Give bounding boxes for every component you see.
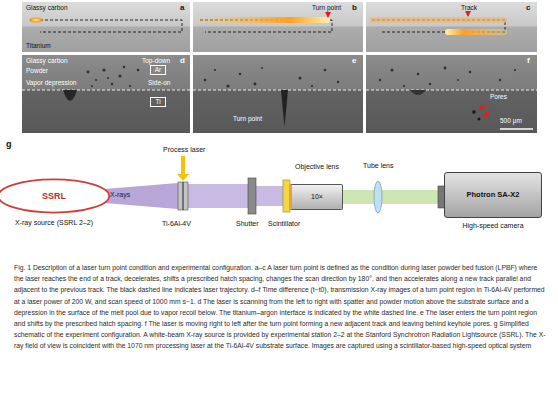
pore [478, 118, 481, 121]
beam-label: X-rays [110, 191, 130, 199]
laser-beam [181, 156, 185, 174]
vapor-depression [410, 90, 426, 95]
laser-beam [177, 174, 189, 181]
xray-panel [193, 2, 363, 52]
xray-beam [188, 184, 248, 208]
component-label: Process laser [163, 146, 205, 154]
callout-label: Turn point [312, 4, 341, 11]
image-panel: Glassy carbon Top-downPowderVapor depress… [22, 55, 190, 133]
component-label: High-speed camera [415, 222, 558, 230]
sample-plate [178, 182, 188, 210]
panel-letter: a [180, 3, 184, 12]
magnification-label: 10× [292, 193, 342, 201]
figure-caption: Fig. 1 Description of a laser turn point… [14, 262, 546, 352]
text-label: Vapor depression [26, 79, 76, 86]
powder-particles [87, 66, 517, 88]
light-beam [340, 190, 440, 204]
image-panel: Turn point b [193, 2, 363, 52]
text-label: Powder [26, 67, 48, 74]
callout-label: Pores [490, 93, 507, 100]
pore [472, 110, 475, 113]
xray-panel [193, 55, 363, 133]
xray-panel [366, 2, 537, 52]
laser-trajectory [30, 20, 182, 32]
component-label: Objective lens [272, 163, 362, 171]
image-panel: fPores 500 μm [366, 55, 537, 133]
vapor-depression [63, 90, 77, 101]
panel-letter: f [527, 56, 530, 65]
component-label: Shutter [236, 220, 259, 228]
turn-arrow [327, 12, 328, 17]
callout-label: Turn point [233, 115, 262, 122]
shutter-plate [248, 178, 256, 214]
xray-panel [22, 55, 190, 133]
panel-letter: g [6, 139, 12, 149]
interface-line [22, 90, 537, 91]
component-label: Scintillator [268, 220, 300, 228]
text-label: Titanium [26, 42, 51, 49]
component-label: Ti-6Al-4V [162, 220, 191, 228]
panel-letter: d [180, 56, 185, 65]
tube-lens [374, 181, 382, 213]
objective-lens: 10×Objective lens [289, 184, 343, 210]
track-arrow [467, 11, 468, 16]
text-label: Top-down [142, 57, 170, 64]
source-ellipse: SSRLX-ray source (SSRL 2–2) [0, 178, 112, 214]
camera-model: Photron SA-X2 [445, 191, 541, 200]
region-label: Ar [151, 66, 165, 73]
panel-letter: e [352, 56, 356, 65]
melt-track [445, 29, 507, 35]
region-box: Ar [150, 65, 166, 75]
xray-panel [22, 2, 190, 52]
image-panel: Track c [366, 2, 537, 52]
region-box: Ti [150, 97, 166, 107]
keyhole [281, 90, 288, 127]
pore-arrow [479, 104, 488, 110]
component-label: Tube lens [363, 162, 393, 170]
source-label: SSRL [0, 191, 112, 201]
component-label: X-ray source (SSRL 2–2) [0, 219, 142, 227]
image-panel: Glassy carbonTitanium a [22, 2, 190, 52]
pore-arrow [484, 110, 492, 117]
panel-letter: b [352, 3, 357, 12]
scale-bar [500, 128, 533, 130]
melt-track [196, 17, 330, 23]
xray-beam [256, 186, 283, 206]
text-label: Side-on [148, 79, 170, 86]
panel-letter: c [526, 3, 530, 12]
text-label: Glassy carbon [26, 57, 68, 64]
text-label: Glassy carbon [26, 4, 68, 11]
region-label: Ti [151, 98, 165, 105]
callout-label: Track [461, 4, 477, 11]
sample-plate [183, 182, 184, 210]
melt-track [370, 18, 507, 23]
image-panel: eTurn point [193, 55, 363, 133]
laser-spot [28, 17, 44, 24]
xray-panel [366, 55, 537, 133]
scale-label: 500 μm [500, 117, 522, 124]
camera-box: Photron SA-X2High-speed camera [444, 172, 542, 218]
